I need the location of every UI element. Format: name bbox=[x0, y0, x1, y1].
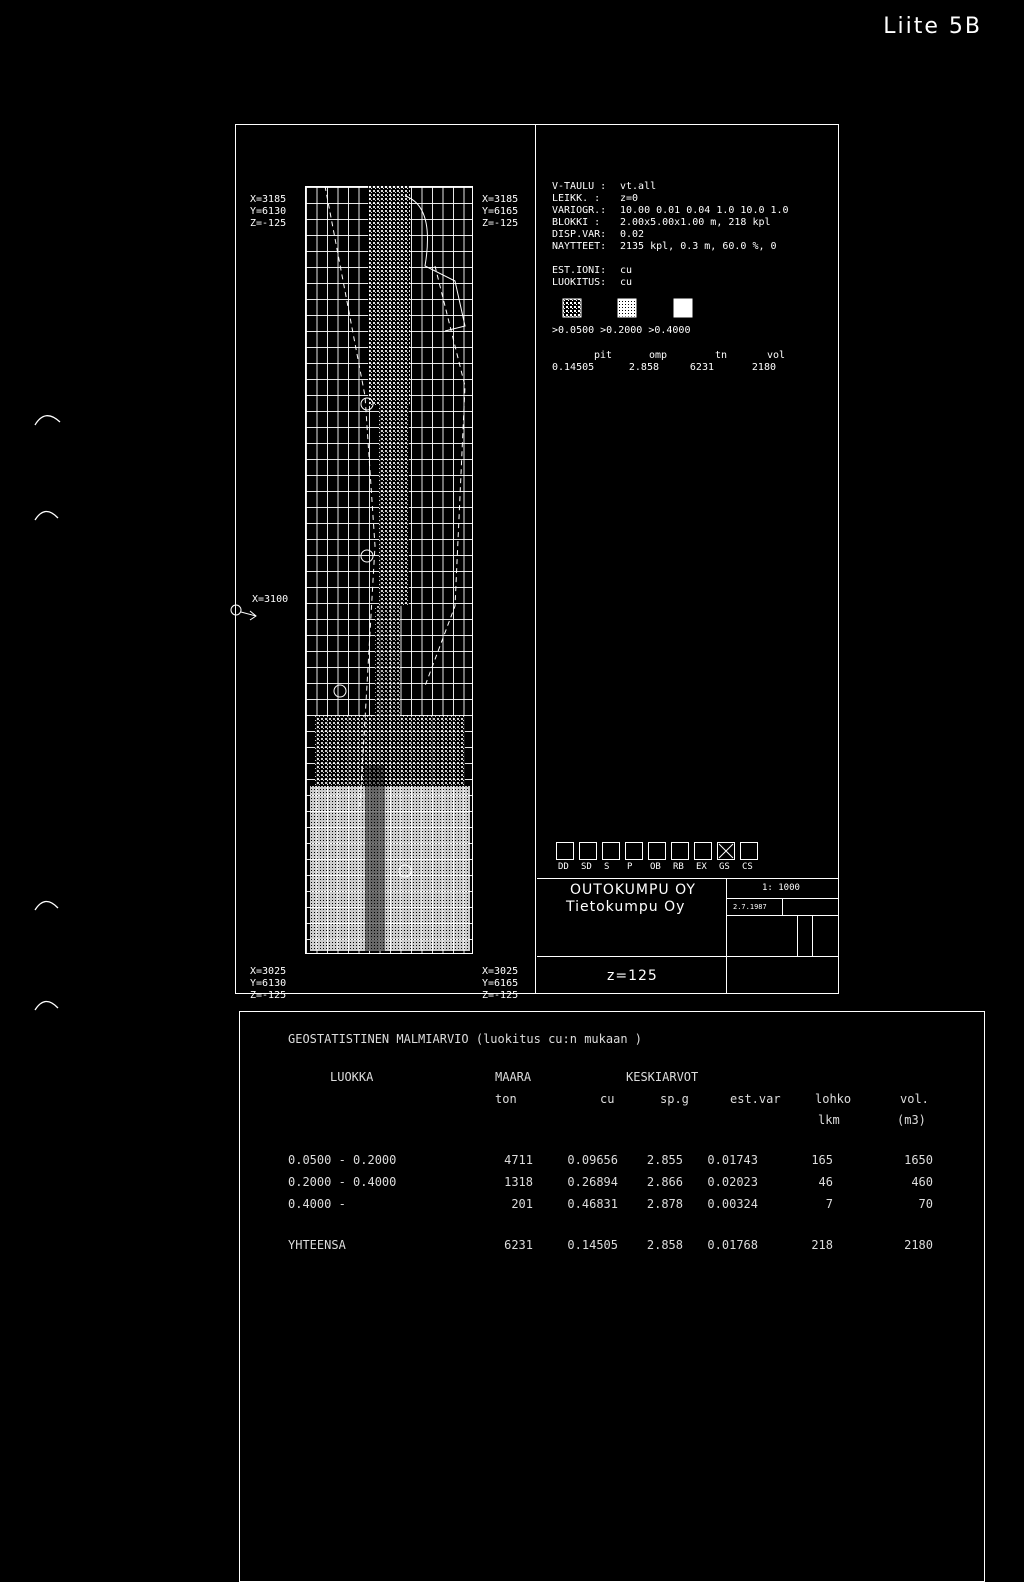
legend-thresholds: >0.0500 >0.2000 >0.4000 bbox=[552, 325, 691, 336]
category-box-gs bbox=[717, 842, 735, 860]
grade-legend bbox=[562, 298, 693, 318]
info-estimation: EST.IONI:cu LUOKITUS:cu bbox=[552, 265, 633, 288]
category-labels: DD SD S P OB RB EX GS CS bbox=[558, 862, 753, 872]
header-maara: MAARA bbox=[495, 1070, 532, 1084]
coord-mid-left: X=3100 bbox=[252, 594, 289, 605]
header-luokka: LUOKKA bbox=[330, 1070, 374, 1084]
title-block-vline bbox=[726, 878, 727, 994]
scale: 1: 1000 bbox=[762, 883, 800, 893]
box-divider-2 bbox=[812, 915, 813, 956]
date-divider bbox=[782, 898, 783, 916]
map-panel bbox=[235, 124, 536, 994]
category-box-sd bbox=[579, 842, 597, 860]
level-label: z=125 bbox=[607, 968, 658, 984]
header-cu: cu bbox=[600, 1092, 615, 1106]
margin-marks bbox=[34, 415, 61, 1011]
header-vol: vol. bbox=[900, 1092, 929, 1106]
category-box-ex bbox=[694, 842, 712, 860]
header-ton: ton bbox=[495, 1092, 517, 1106]
category-box-ob bbox=[648, 842, 666, 860]
box-divider-1 bbox=[797, 915, 798, 956]
category-box-s bbox=[602, 842, 620, 860]
category-box-rb bbox=[671, 842, 689, 860]
company-name: OUTOKUMPU OY bbox=[570, 882, 696, 898]
table-row: 0.4000 - 201 0.46831 2.878 0.00324 7 70 bbox=[288, 1197, 933, 1211]
division-name: Tietokumpu Oy bbox=[566, 899, 686, 915]
header-keskiarvot: KESKIARVOT bbox=[626, 1070, 699, 1084]
category-box-cs bbox=[740, 842, 758, 860]
title-block-mid-line bbox=[537, 956, 839, 957]
table-row: 0.0500 - 0.2000 4711 0.09656 2.855 0.017… bbox=[288, 1153, 933, 1167]
category-box-p bbox=[625, 842, 643, 860]
date: 2.7.1987 bbox=[733, 903, 767, 911]
stats-block: pit omp tn vol 0.14505 2.858 6231 2180 bbox=[552, 350, 785, 373]
appendix-label: Liite 5B bbox=[883, 14, 982, 39]
header-lohko: lohko bbox=[815, 1092, 852, 1106]
header-spg: sp.g bbox=[660, 1092, 689, 1106]
header-m3: (m3) bbox=[897, 1113, 926, 1127]
title-block-top-line bbox=[537, 878, 839, 879]
table-row: 0.2000 - 0.4000 1318 0.26894 2.866 0.020… bbox=[288, 1175, 933, 1189]
block-model-shading bbox=[310, 186, 470, 951]
header-estvar: est.var bbox=[730, 1092, 781, 1106]
drawing-frame bbox=[235, 124, 839, 994]
header-lkm: lkm bbox=[818, 1113, 840, 1127]
arrow-markers bbox=[230, 604, 257, 621]
report-title: GEOSTATISTINEN MALMIARVIO (luokitus cu:n… bbox=[288, 1032, 643, 1046]
info-parameters: V-TAULU :vt.all LEIKK. :z=0 VARIOGR.:10.… bbox=[552, 181, 789, 252]
category-box-dd bbox=[556, 842, 574, 860]
category-boxes bbox=[556, 842, 763, 864]
table-total-row: YHTEENSA 6231 0.14505 2.858 0.01768 218 … bbox=[288, 1238, 933, 1252]
checked-cross-icon bbox=[718, 843, 734, 859]
